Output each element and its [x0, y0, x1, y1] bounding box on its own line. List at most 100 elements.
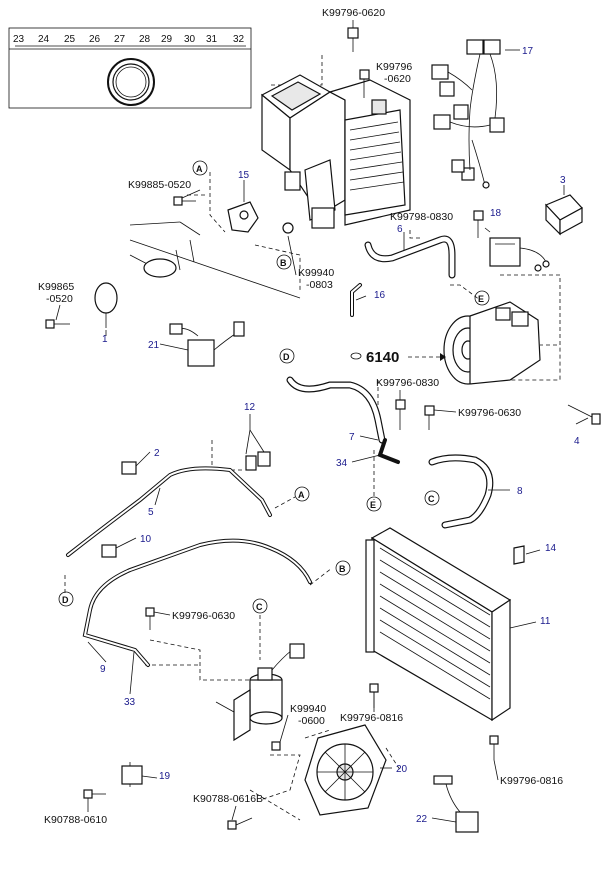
connector-ref-a-label: A: [298, 490, 305, 500]
part-number-4: 4: [574, 436, 580, 447]
part-number-5: 5: [148, 507, 154, 518]
part-number-18: 18: [490, 208, 502, 219]
fastener-code: K99885-0520: [128, 179, 191, 191]
relay-18: [489, 237, 550, 272]
connector-ref-a-label: A: [196, 164, 203, 174]
connector-ref-e: E: [474, 290, 490, 306]
part-number-14: 14: [545, 543, 557, 554]
compressor-6140: [443, 301, 541, 385]
bolt-icon: [473, 210, 484, 238]
connector-ref-d: D: [58, 591, 74, 607]
connector-ref-d-label: D: [62, 595, 69, 605]
part-number-21: 21: [148, 340, 160, 351]
part-number-8: 8: [517, 486, 523, 497]
connector-ref-c: C: [252, 598, 268, 614]
part-number-9: 9: [100, 664, 106, 675]
connector-ref-e-label: E: [478, 294, 484, 304]
part-number-3: 3: [560, 175, 566, 186]
part-number-16: 16: [374, 290, 386, 301]
fastener-code: K99940: [290, 703, 326, 715]
connector-ref-e-label: E: [370, 500, 376, 510]
part-number-20: 20: [396, 764, 408, 775]
fastener-code: -0620: [384, 73, 411, 85]
hvac-evaporator-unit: [260, 74, 411, 234]
part-number-1: 1: [102, 334, 108, 345]
bolt-icon: [227, 817, 253, 830]
scale-tick-29: 29: [161, 34, 173, 45]
clamp-10: [101, 544, 117, 558]
clamp-12: [245, 451, 271, 471]
receiver-drier-13: [233, 643, 305, 742]
o-ring-icon: [107, 58, 155, 106]
fastener-code: K99796-0630: [172, 610, 235, 622]
scale-tick-30: 30: [184, 34, 196, 45]
part-number-6: 6: [397, 224, 403, 235]
fastener-code: K99796-0620: [322, 7, 385, 19]
part-number-2: 2: [154, 448, 160, 459]
part-number-12: 12: [244, 402, 256, 413]
connector-ref-c: C: [424, 490, 440, 506]
hose-8: [428, 454, 494, 529]
part-number-7: 7: [349, 432, 355, 443]
pipe-9: [82, 538, 312, 667]
pressure-switch-22: [433, 775, 479, 833]
relay-3: [544, 194, 583, 236]
arrow-icon: [440, 353, 446, 361]
scale-tick-31: 31: [206, 34, 218, 45]
scale-tick-26: 26: [89, 34, 101, 45]
connector-ref-a: A: [192, 160, 208, 176]
part-number-11: 11: [540, 616, 551, 627]
scale-box-frame: [8, 27, 252, 109]
fastener-code: K99796: [376, 61, 412, 73]
part-number-34: 34: [336, 458, 348, 469]
fastener-code: -0803: [306, 279, 333, 291]
fastener-code: K99796-0816: [340, 712, 403, 724]
fastener-code: K99940: [298, 267, 334, 279]
connector-ref-d: D: [279, 348, 295, 364]
firewall-outline: [129, 221, 301, 299]
fastener-code: K99796-0630: [458, 407, 521, 419]
scale-tick-23: 23: [13, 34, 25, 45]
bracket-14: [513, 545, 525, 565]
clip-1: [94, 282, 118, 328]
bracket-15: [227, 201, 259, 233]
bolt-icon: [489, 735, 499, 760]
connector-ref-d-label: D: [283, 352, 290, 362]
part-number-33: 33: [124, 697, 136, 708]
fastener-code: K90788-0610: [44, 814, 107, 826]
fastener-code: K90788-0616B: [193, 793, 263, 805]
part-number-17: 17: [522, 46, 534, 57]
connector-ref-a: A: [294, 486, 310, 502]
bolt-icon: [173, 196, 196, 206]
scale-tick-28: 28: [139, 34, 151, 45]
clamp-2: [121, 461, 137, 475]
relay-19: [121, 765, 143, 785]
switch-21: [169, 321, 245, 367]
part-number-22: 22: [416, 814, 428, 825]
bolt-icon: [424, 405, 435, 430]
connector-ref-b-label: B: [339, 564, 346, 574]
scale-tick-27: 27: [114, 34, 126, 45]
scale-tick-25: 25: [64, 34, 76, 45]
pipe-5: [66, 466, 272, 557]
fastener-code: K99798-0830: [390, 211, 453, 223]
bolt-icon: [271, 741, 281, 751]
wiring-harness-17: [431, 39, 505, 189]
condenser-11: [365, 527, 512, 722]
fastener-code: -0520: [46, 293, 73, 305]
part-number-19: 19: [159, 771, 171, 782]
bolt-icon: [45, 319, 70, 329]
connector-ref-c-label: C: [428, 494, 435, 504]
part-number-10: 10: [140, 534, 152, 545]
fastener-code: K99796-0816: [500, 775, 563, 787]
bolt-icon: [83, 789, 106, 799]
scale-tick-24: 24: [38, 34, 50, 45]
bolt-4: [567, 404, 601, 425]
bolt-icon: [395, 399, 406, 430]
fan-20: [304, 724, 387, 816]
fastener-code: K99796-0830: [376, 377, 439, 389]
connector-ref-e: E: [366, 496, 382, 512]
compressor-callout: 6140: [350, 349, 446, 366]
hose-7: [286, 376, 400, 464]
